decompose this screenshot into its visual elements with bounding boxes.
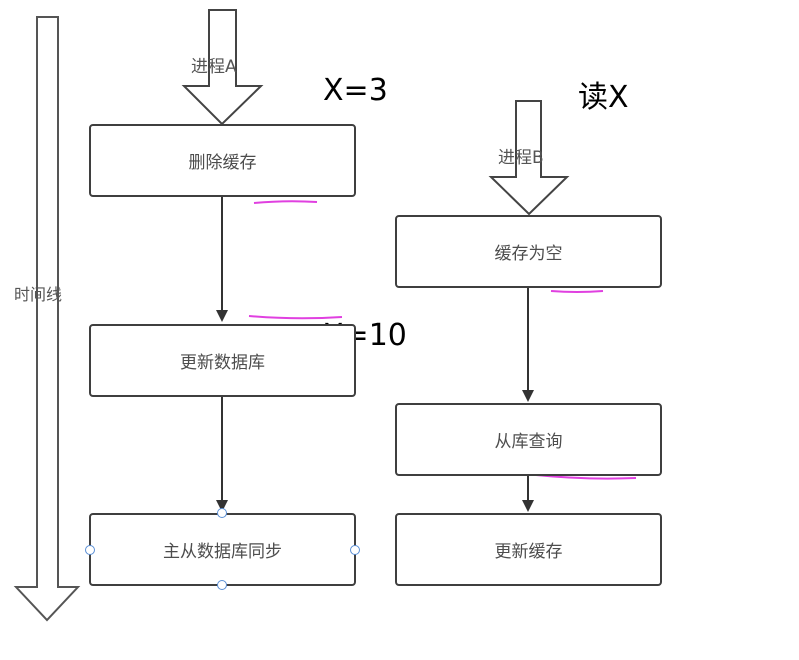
selection-handle-left[interactable] [85, 545, 95, 555]
step-delete-cache[interactable]: 删除缓存 [89, 124, 356, 197]
step-master-slave-sync[interactable]: 主从数据库同步 [89, 513, 356, 586]
process-b-label: 进程B [498, 148, 544, 168]
highlight-mark-1 [253, 200, 318, 204]
step-update-cache[interactable]: 更新缓存 [395, 513, 662, 586]
process-a-label: 进程A [191, 57, 237, 77]
selection-handle-right[interactable] [350, 545, 360, 555]
step-master-slave-sync-label: 主从数据库同步 [163, 542, 282, 562]
step-update-database[interactable]: 更新数据库 [89, 324, 356, 397]
process-a-connector-2 [216, 396, 228, 512]
step-query-slave-label: 从库查询 [494, 432, 563, 452]
step-query-slave[interactable]: 从库查询 [395, 403, 662, 476]
step-cache-empty[interactable]: 缓存为空 [395, 215, 662, 288]
process-b-entry-arrow [488, 100, 570, 216]
timeline-label: 时间线 [14, 285, 63, 304]
process-a-entry-arrow [181, 9, 264, 126]
step-update-cache-label: 更新缓存 [494, 542, 563, 562]
highlight-mark-3 [550, 290, 604, 293]
selection-handle-bottom[interactable] [217, 580, 227, 590]
highlight-mark-2 [248, 315, 343, 320]
step-cache-empty-label: 缓存为空 [494, 244, 563, 264]
process-b-connector-2 [522, 475, 534, 512]
step-delete-cache-label: 删除缓存 [188, 153, 257, 173]
process-b-connector-1 [522, 287, 534, 402]
timeline-arrow [13, 16, 81, 622]
selection-handle-top[interactable] [217, 508, 227, 518]
step-update-database-label: 更新数据库 [180, 353, 265, 373]
process-a-connector-1 [216, 196, 228, 322]
annotation-read-x: 读X [578, 80, 629, 115]
annotation-x-initial: X=3 [323, 73, 388, 108]
